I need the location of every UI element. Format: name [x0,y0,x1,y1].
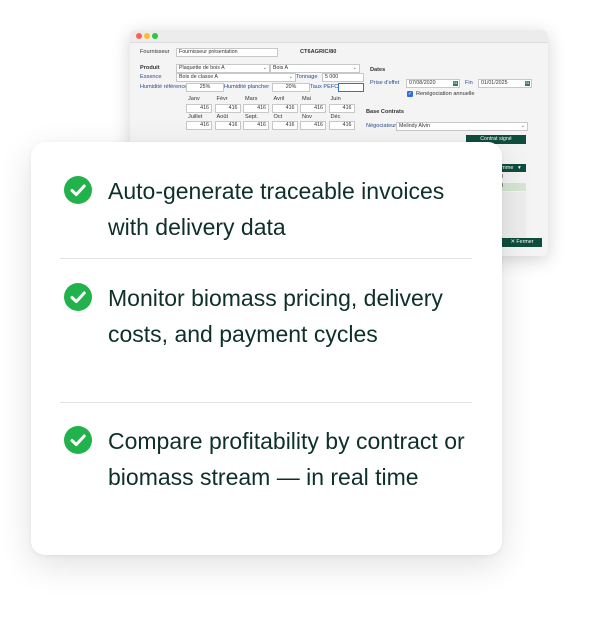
chevron-down-icon: ⌄ [352,65,357,71]
feature-text: Monitor biomass pricing, delivery costs,… [108,285,443,347]
chevron-down-icon: ⌄ [288,74,293,80]
renegotiation-label: Renégociation annuelle [416,91,475,97]
month-quantity-field[interactable]: 416 [271,104,298,113]
dates-title: Dates [370,67,386,73]
divider [60,258,472,259]
supplier-label: Fournisseur [140,49,170,55]
species-value: Bois de classe A [179,74,218,80]
end-date-label: Fin [465,80,473,86]
month-quantity-field[interactable]: 416 [300,104,326,113]
month-quantity-field[interactable]: 416 [243,121,269,130]
month-label: Déc [330,114,341,120]
contract-code: CT6AGRIC/80 [300,49,337,55]
check-circle-icon [64,283,92,311]
month-label: Févr [216,96,228,102]
humidity-reference-label: Humidité référence [140,84,188,90]
feature-card: Auto-generate traceable invoices with de… [31,142,502,555]
month-label: Juin [330,96,341,102]
feature-text: Auto-generate traceable invoices with de… [108,178,445,240]
month-quantity-field[interactable]: 416 [186,121,212,130]
list-column-header: omme [498,165,514,171]
effective-date-value: 07/08/2020 [409,80,436,86]
renegotiation-checkbox[interactable]: ✓ [407,91,413,97]
product-value: Plaquette de bois A [179,65,225,71]
negotiator-select[interactable]: Melindy Alvin ⌄ [396,122,528,131]
negotiator-label: Négociateur [366,123,397,129]
product-select[interactable]: Plaquette de bois A ⌄ [176,64,270,73]
end-date-field[interactable]: 01/01/2025 31 [478,79,532,88]
month-quantity-field[interactable]: 416 [214,121,241,130]
month-quantity-field[interactable]: 416 [328,104,355,113]
month-quantity-field[interactable]: 416 [328,121,355,130]
month-label: Oct [273,114,283,120]
tonnage-label: Tonnage [296,74,318,80]
month-quantity-field[interactable]: 416 [243,104,269,113]
month-quantity-field[interactable]: 416 [214,104,241,113]
month-label: Avril [273,96,285,102]
month-label: Nov [302,114,312,120]
month-label: Juillet [188,114,203,120]
base-contracts-title: Base Contrats [366,109,404,115]
humidity-floor-label: Humidité plancher [224,84,270,90]
effective-date-label: Prise d'effet [370,80,400,86]
tonnage-field[interactable]: 5 000 [322,73,364,82]
species-select[interactable]: Bois de classe A ⌄ [176,73,296,82]
month-label: Sept. [245,114,259,120]
month-label: Mars [245,96,258,102]
signed-contract-label: Contrat signé [480,136,512,142]
feature-text: Compare profitability by contract or bio… [108,428,465,490]
humidity-reference-field[interactable]: 25% [186,83,224,92]
pefc-label: Taux PEFC [310,84,339,90]
maximize-window-icon[interactable] [152,33,158,39]
month-label: Août [216,114,229,120]
title-bar [130,30,548,43]
product-variant-select[interactable]: Bois A ⌄ [270,64,360,73]
calendar-icon[interactable]: 31 [453,81,458,86]
chevron-down-icon: ⌄ [262,65,267,71]
pefc-field[interactable] [338,83,364,92]
minimize-window-icon[interactable] [144,33,150,39]
end-date-value: 01/01/2025 [481,80,508,86]
close-icon: ✕ [510,239,517,245]
close-window-icon[interactable] [136,33,142,39]
close-button[interactable]: ✕ Fermer [502,238,542,247]
signed-contract-button[interactable]: Contrat signé [466,135,526,144]
check-circle-icon [64,426,92,454]
species-label: Essence [140,74,162,80]
check-circle-icon [64,176,92,204]
chevron-down-icon: ⌄ [520,123,525,129]
humidity-floor-field[interactable]: 20% [272,83,310,92]
month-quantity-field[interactable]: 416 [271,121,298,130]
product-variant-value: Bois A [273,65,289,71]
filter-icon[interactable]: ▾ [518,165,521,171]
calendar-icon[interactable]: 31 [525,81,530,86]
month-label: Janv [188,96,200,102]
product-label: Produit [140,65,160,71]
effective-date-field[interactable]: 07/08/2020 31 [406,79,460,88]
divider [60,402,472,403]
month-quantity-field[interactable]: 416 [300,121,326,130]
negotiator-value: Melindy Alvin [399,123,430,129]
month-quantity-field[interactable]: 416 [186,104,212,113]
close-button-label: Fermer [516,239,534,245]
supplier-field[interactable]: Fournisseur présentation [176,48,278,57]
month-label: Mai [302,96,312,102]
